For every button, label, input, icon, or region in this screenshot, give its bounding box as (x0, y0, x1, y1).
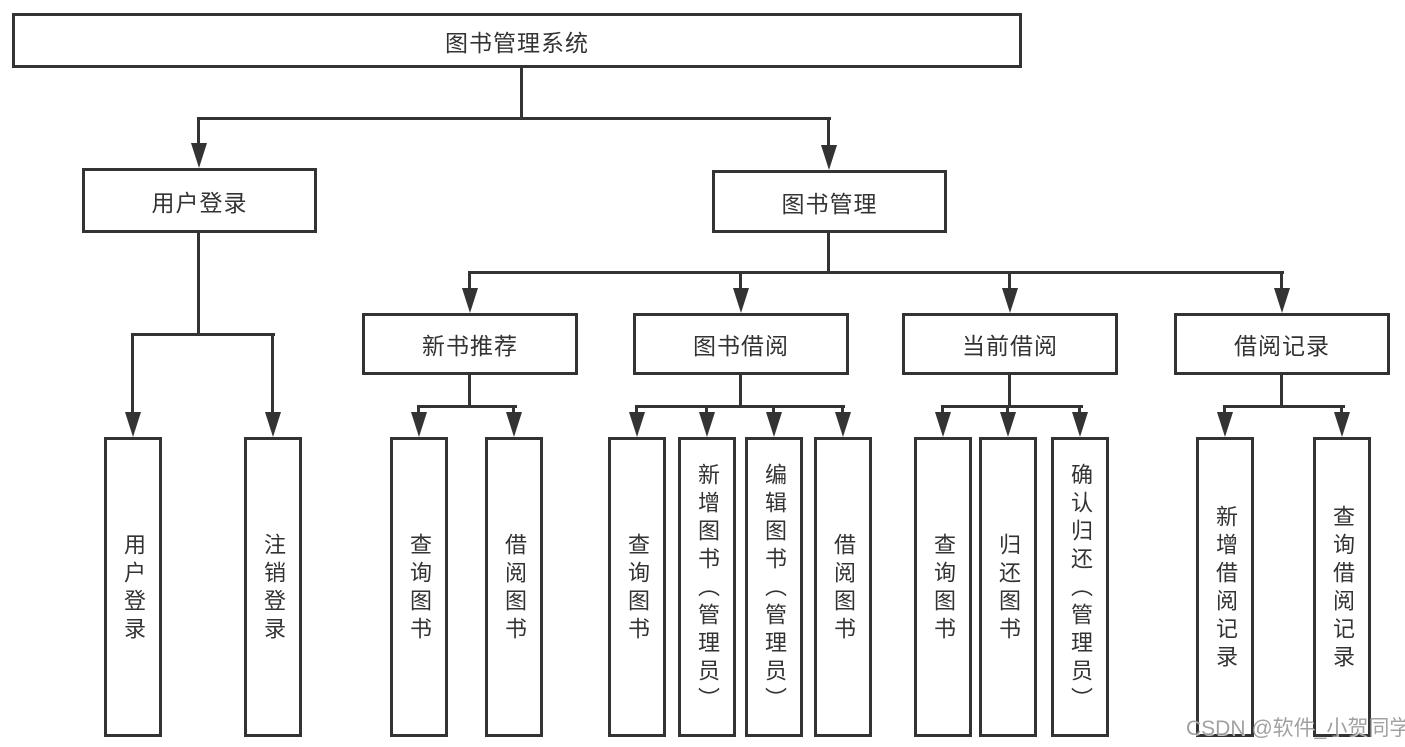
connector-line (739, 374, 742, 407)
connector-line (417, 407, 420, 415)
node-borrow-records: 借阅记录 (1174, 313, 1390, 375)
leaf-borrow-books: 借阅图书 (814, 437, 872, 737)
arrowhead-icon (935, 412, 951, 437)
arrowhead-icon (629, 412, 645, 437)
connector-line (131, 335, 134, 415)
leaf-user-login: 用户登录 (104, 437, 162, 737)
leaf-query-books-borrow: 查询图书 (608, 437, 666, 737)
connector-line (417, 405, 517, 408)
leaf-edit-books-admin: 编辑图书（管理员） (745, 437, 803, 737)
node-new-book-recommend: 新书推荐 (362, 313, 578, 375)
csdn-watermark: CSDN @软件_小贺同学 (1186, 717, 1405, 740)
connector-line (468, 374, 471, 407)
arrowhead-icon (766, 412, 782, 437)
arrowhead-icon (1072, 412, 1088, 437)
arrowhead-icon (1000, 412, 1016, 437)
arrowhead-icon (462, 288, 478, 313)
leaf-add-books-admin: 新增图书（管理员） (678, 437, 736, 737)
arrowhead-icon (506, 412, 522, 437)
node-current-borrow: 当前借阅 (902, 313, 1118, 375)
connector-line (197, 232, 200, 335)
arrowhead-icon (1002, 288, 1018, 313)
connector-line (1340, 407, 1343, 415)
connector-line (131, 333, 275, 336)
connector-line (512, 407, 515, 415)
node-book-management: 图书管理 (712, 170, 947, 233)
arrowhead-icon (191, 143, 207, 168)
arrowhead-icon (821, 145, 837, 170)
connector-line (271, 335, 274, 415)
arrowhead-icon (265, 412, 281, 437)
connector-line (941, 405, 1083, 408)
arrowhead-icon (411, 412, 427, 437)
connector-line (827, 119, 830, 149)
arrowhead-icon (1334, 412, 1350, 437)
connector-line (635, 407, 638, 415)
connector-line (739, 273, 742, 291)
leaf-query-books-recommend: 查询图书 (390, 437, 448, 737)
connector-line (1280, 373, 1283, 407)
leaf-return-books: 归还图书 (979, 437, 1037, 737)
connector-line (1223, 407, 1226, 415)
connector-line (197, 117, 831, 120)
arrowhead-icon (835, 412, 851, 437)
connector-line (468, 273, 471, 291)
leaf-add-borrow-record: 新增借阅记录 (1196, 437, 1254, 737)
connector-line (635, 405, 845, 408)
leaf-query-books-current: 查询图书 (914, 437, 972, 737)
connector-line (520, 67, 523, 119)
connector-line (772, 407, 775, 415)
connector-line (1008, 273, 1011, 291)
connector-line (1223, 405, 1345, 408)
node-book-borrow: 图书借阅 (633, 313, 849, 375)
connector-line (1006, 407, 1009, 415)
connector-line (468, 271, 1284, 274)
node-user-login: 用户登录 (82, 168, 317, 233)
arrowhead-icon (1217, 412, 1233, 437)
leaf-query-borrow-record: 查询借阅记录 (1313, 437, 1371, 737)
leaf-borrow-books-recommend: 借阅图书 (485, 437, 543, 737)
connector-line (1280, 273, 1283, 291)
connector-line (197, 119, 200, 147)
arrowhead-icon (733, 288, 749, 313)
leaf-confirm-return-admin: 确认归还（管理员） (1051, 437, 1109, 737)
connector-line (941, 407, 944, 415)
leaf-logout-login: 注销登录 (244, 437, 302, 737)
node-library-management-system: 图书管理系统 (12, 13, 1022, 68)
arrowhead-icon (1274, 288, 1290, 313)
connector-line (1008, 373, 1011, 407)
connector-line (705, 407, 708, 415)
connector-line (1078, 407, 1081, 415)
connector-line (827, 232, 830, 273)
arrowhead-icon (699, 412, 715, 437)
connector-line (841, 407, 844, 415)
arrowhead-icon (125, 412, 141, 437)
